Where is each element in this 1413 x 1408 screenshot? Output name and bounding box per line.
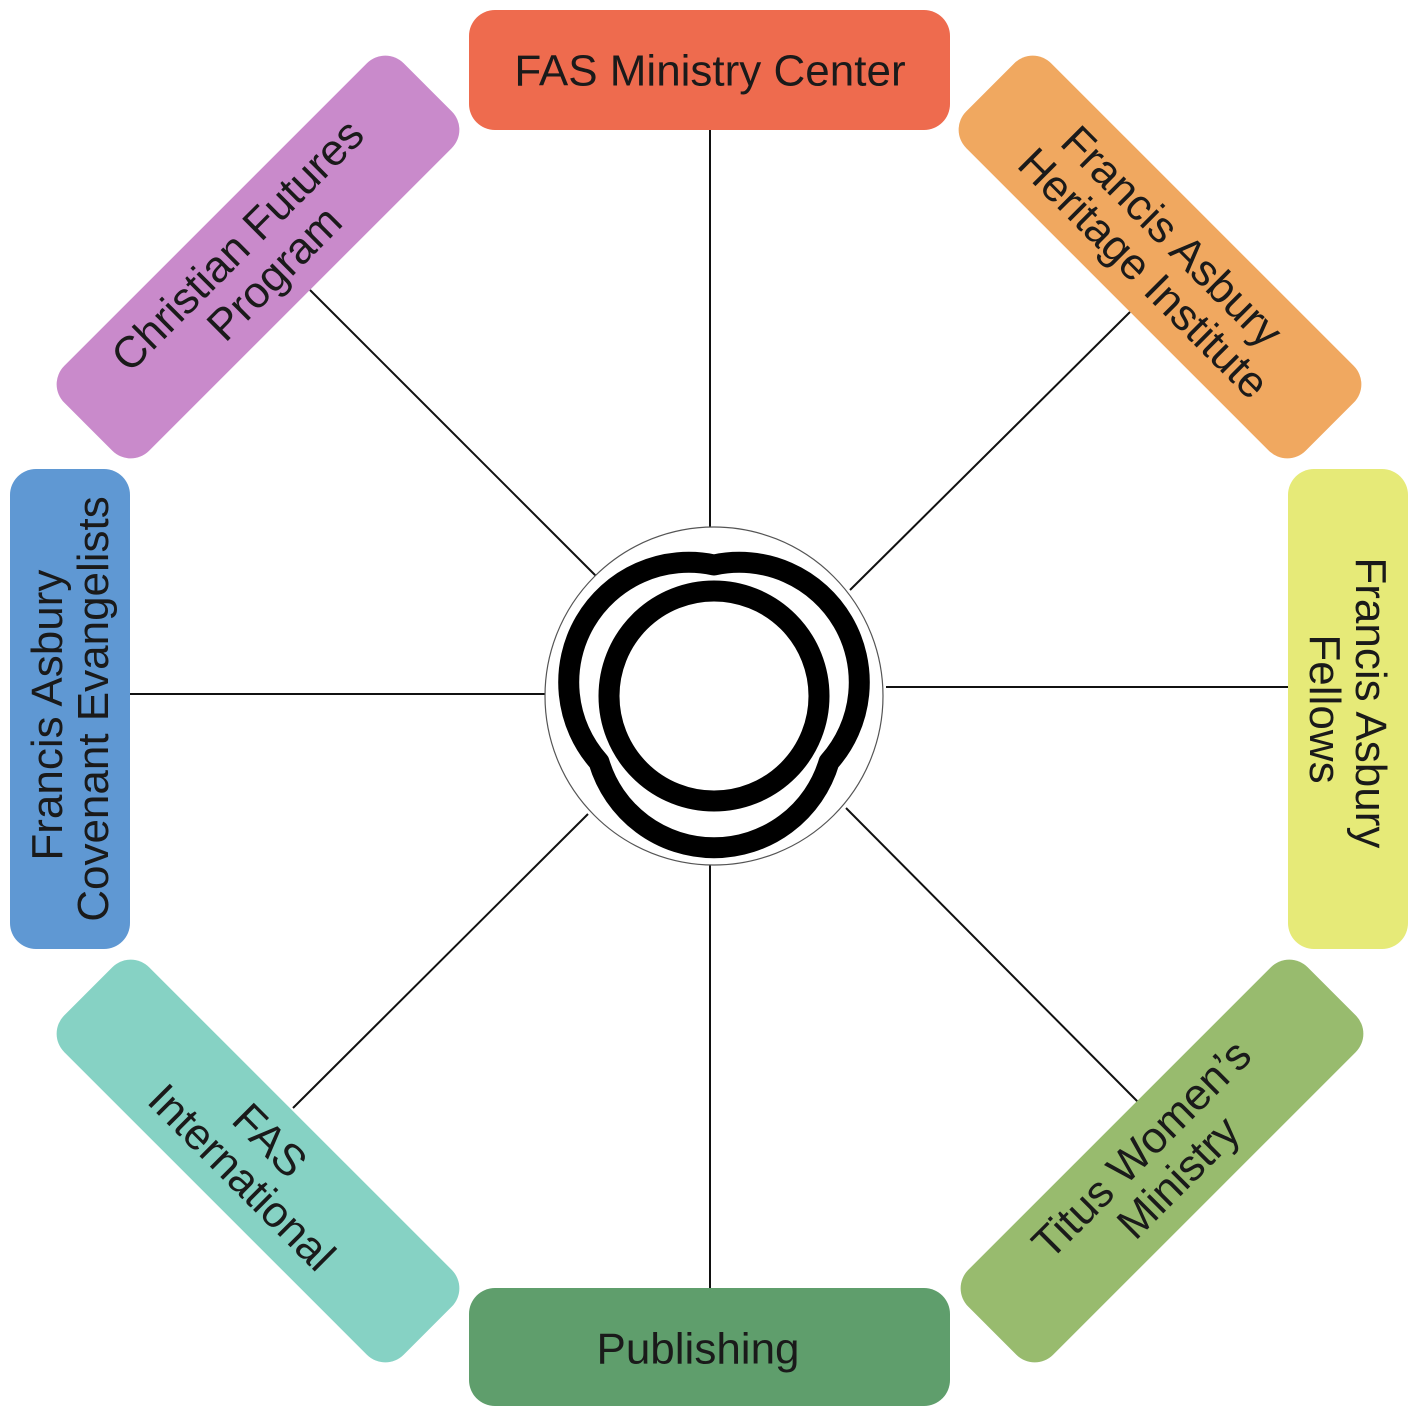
box-right-label-line-2: Fellows [1300,634,1349,783]
box-fas-international: FAS International [56,959,460,1363]
box-right-label: Francis Asbury Fellows [1300,557,1395,860]
spoke-top-right [849,311,1131,591]
box-top-right-label: Francis Asbury Heritage Institute [1008,106,1310,408]
box-bottom-bg [469,1288,950,1406]
spoke-bottom-left [292,813,589,1109]
box-left-bg [10,469,130,949]
box-francis-asbury-heritage-institute: Francis Asbury Heritage Institute [958,55,1362,459]
box-left-label-line-1: Francis Asbury [23,570,72,861]
box-left-label: Francis Asbury Covenant Evangelists [23,496,118,922]
box-top-label-line-1: FAS Ministry Center [514,46,905,95]
box-francis-asbury-covenant-evangelists: Francis Asbury Covenant Evangelists [10,469,130,949]
box-top-right-bg [958,55,1362,459]
hub-circle [544,526,884,866]
box-bottom-left-bg [56,959,460,1363]
box-bottom-label: Publishing [596,1324,799,1373]
box-francis-asbury-fellows: Francis Asbury Fellows [1288,469,1408,949]
triquetra-icon [558,551,870,859]
box-top-left-bg [56,55,460,459]
spoke-bottom-right [845,807,1139,1103]
box-top-label: FAS Ministry Center [514,46,905,95]
box-fas-ministry-center: FAS Ministry Center [469,10,950,130]
box-publishing: Publishing [469,1288,950,1406]
box-right-bg [1288,469,1408,949]
box-left-label-line-2: Covenant Evangelists [69,496,118,922]
box-bottom-right-bg [960,959,1364,1363]
spoke-top-left [309,289,597,577]
box-top-bg [469,10,950,130]
box-titus-womens-ministry: Titus Women’s Ministry [960,959,1364,1363]
hub [544,526,884,866]
box-bottom-label-line-1: Publishing [596,1324,799,1373]
box-christian-futures-program: Christian Futures Program [56,55,460,459]
box-right-label-line-1: Francis Asbury [1346,557,1395,848]
box-top-left-label: Christian Futures Program [102,101,415,414]
box-bottom-right-label: Titus Women’s Ministry [1023,1022,1302,1301]
spokes [130,128,1288,1288]
